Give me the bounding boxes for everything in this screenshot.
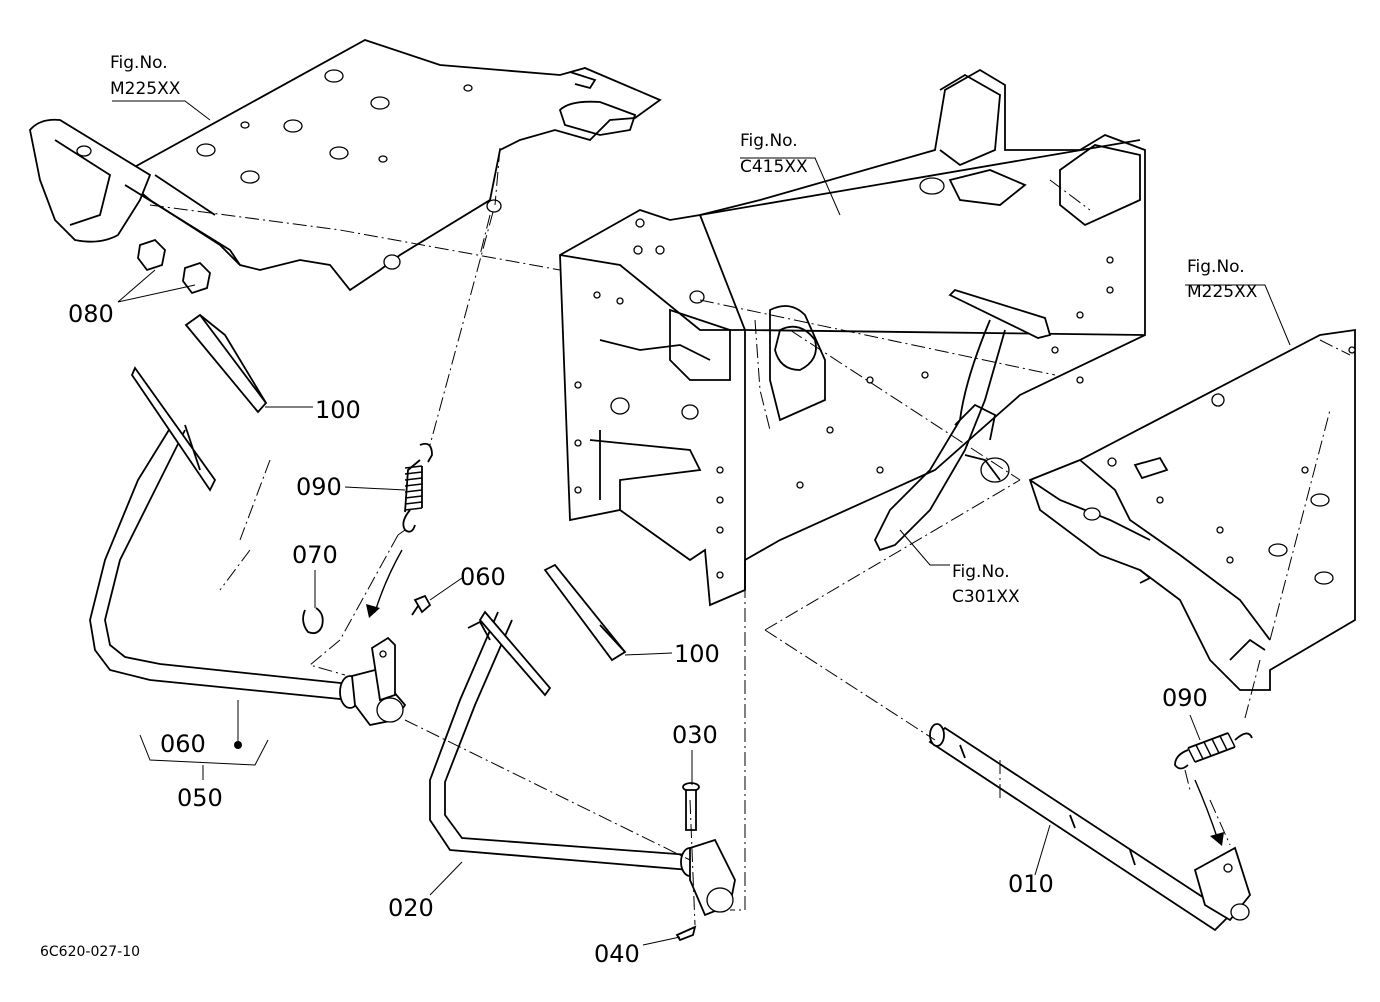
callout-020: 020 [388, 894, 434, 922]
ref-code: M225XX [1187, 282, 1258, 302]
callout-030: 030 [672, 721, 718, 749]
floor-plate-right [1028, 328, 1356, 691]
ref-code: C415XX [740, 157, 808, 177]
main-frame [559, 68, 1146, 607]
pedal-arm-050 [89, 366, 407, 726]
assembly-arrow-left [366, 549, 403, 618]
ref-heading: Fig.No. [110, 53, 168, 73]
grease-fitting-060 [411, 594, 432, 616]
callout-040: 040 [594, 940, 640, 968]
callout-080: 080 [68, 300, 114, 328]
ref-label-right: Fig.No. M225XX [1187, 257, 1258, 302]
callout-090-left: 090 [296, 473, 342, 501]
callout-070: 070 [292, 541, 338, 569]
floor-plate-left [29, 39, 662, 292]
callout-090-right: 090 [1162, 684, 1208, 712]
ref-code: M225XX [110, 79, 181, 99]
assembly-arrow-right [1194, 779, 1224, 846]
cotter-pin-040 [675, 925, 697, 942]
pin-030 [682, 782, 700, 831]
ref-code: C301XX [952, 587, 1020, 607]
ref-label-center: Fig.No. C301XX [952, 562, 1020, 607]
circlip-070 [302, 607, 324, 635]
shaft-010 [928, 723, 1252, 932]
callout-100-left: 100 [315, 396, 361, 424]
pedal-pad-100-center [543, 563, 627, 662]
assembly-lines [149, 147, 1351, 926]
ref-heading: Fig.No. [1187, 257, 1245, 277]
figure-code: 6C620-027-10 [40, 944, 140, 960]
ref-label-top-left: Fig.No. M225XX [110, 53, 181, 99]
callout-060-lower: 060 [160, 730, 206, 758]
callout-100-center: 100 [674, 640, 720, 668]
spring-090-right [1174, 732, 1253, 770]
bumper-rubber-080 [137, 238, 211, 295]
callout-060-upper: 060 [460, 563, 506, 591]
ref-heading: Fig.No. [740, 131, 798, 151]
leader-lines [112, 100, 1291, 946]
pedal-arm-020 [429, 610, 736, 917]
pedal-pad-100-left [184, 313, 268, 414]
callout-010: 010 [1008, 870, 1054, 898]
ref-label-top-center: Fig.No. C415XX [740, 131, 808, 177]
spring-090-left [402, 442, 433, 533]
callout-050: 050 [177, 784, 223, 812]
ref-heading: Fig.No. [952, 562, 1010, 582]
